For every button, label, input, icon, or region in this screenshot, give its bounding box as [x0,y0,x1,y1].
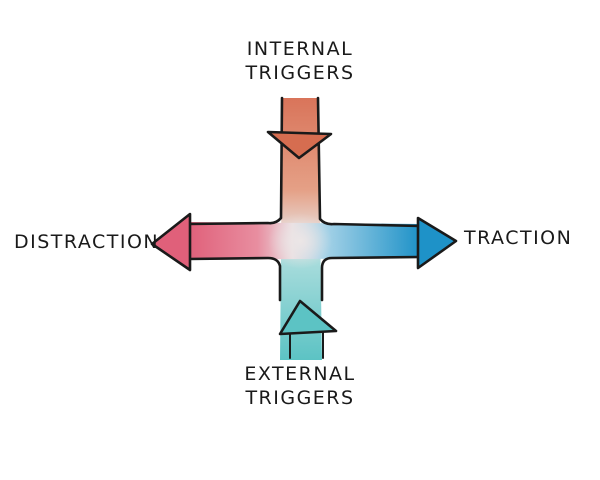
external-triggers-label: EXTERNAL TRIGGERS [225,362,375,410]
cross-outline [186,96,422,302]
internal-triggers-label: INTERNAL TRIGGERS [230,37,370,85]
distraction-label: DISTRACTION [14,231,160,253]
distraction-arrowhead [150,212,192,272]
external-triggers-line1: EXTERNAL [244,363,356,385]
internal-triggers-line2: TRIGGERS [245,62,355,84]
external-shaft-edges [289,331,324,359]
external-triggers-line2: TRIGGERS [245,387,355,409]
internal-triggers-line1: INTERNAL [246,38,354,60]
internal-arrowhead [266,130,333,160]
center-blend [268,213,332,269]
external-arrowhead [278,299,338,336]
traction-arrowhead [416,216,458,270]
traction-label: TRACTION [464,227,573,249]
